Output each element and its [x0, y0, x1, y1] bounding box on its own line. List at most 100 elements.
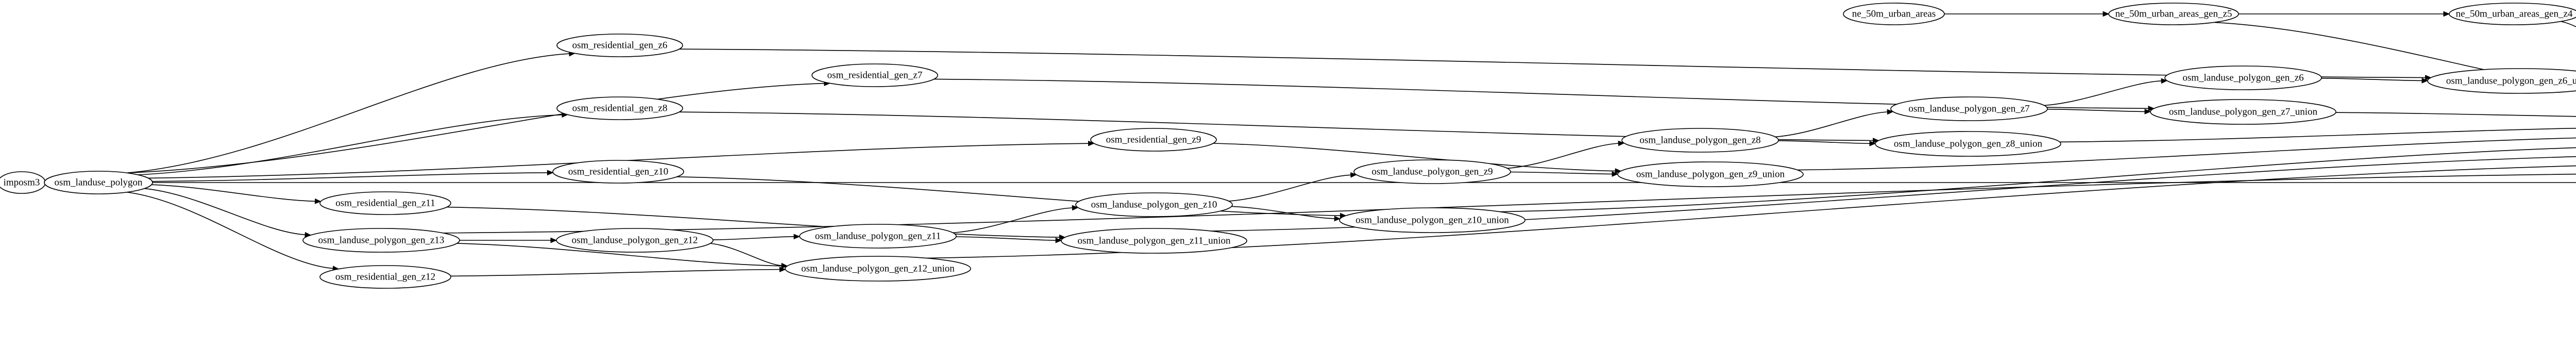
- edge-line: [1507, 143, 1619, 169]
- edge-line: [2321, 77, 2422, 81]
- node-osm_landuse_polygon_gen_z12[interactable]: osm_landuse_polygon_gen_z12: [556, 228, 714, 253]
- edge-line: [443, 173, 2576, 234]
- node-osm_landuse_polygon[interactable]: osm_landuse_polygon: [44, 171, 153, 194]
- node-ellipse: [1061, 228, 1247, 254]
- edge-line: [456, 243, 782, 267]
- node-osm_landuse_polygon_gen_z8[interactable]: osm_landuse_polygon_gen_z8: [1621, 128, 1779, 153]
- node-ellipse: [1843, 3, 1945, 25]
- node-imposm3[interactable]: imposm3: [0, 171, 46, 194]
- edge-arrowhead: [793, 234, 801, 240]
- node-ellipse: [556, 96, 683, 120]
- edge-arrowhead: [1618, 140, 1625, 146]
- node-ne_50m_urban_areas_gen_z4[interactable]: ne_50m_urban_areas_gen_z4: [2449, 3, 2576, 25]
- edge-osm_landuse_polygon-to-osm_residential_gen_z10: [152, 170, 554, 182]
- edge-line: [953, 207, 1073, 234]
- edge-arrowhead: [2148, 105, 2155, 111]
- node-label: osm_landuse_polygon: [55, 177, 143, 188]
- node-osm_landuse_polygon_gen_z10[interactable]: osm_landuse_polygon_gen_z10: [1075, 192, 1233, 217]
- edge-line: [713, 236, 794, 240]
- edge-arrowhead: [2144, 109, 2151, 114]
- edge-line: [447, 206, 1060, 238]
- edge-osm_landuse_polygon_gen_z10_union-to-layer_landuse_z10: [1500, 147, 2576, 212]
- edge-line: [151, 184, 315, 202]
- node-osm_landuse_polygon_gen_z9[interactable]: osm_landuse_polygon_gen_z9: [1353, 159, 1511, 184]
- node-label: osm_landuse_polygon_gen_z6_union: [2446, 75, 2576, 86]
- edge-osm_landuse_polygon-to-osm_residential_gen_z6: [127, 51, 576, 174]
- node-osm_landuse_polygon_gen_z11_union[interactable]: osm_landuse_polygon_gen_z11_union: [1061, 228, 1247, 254]
- edge-line: [2214, 22, 2576, 89]
- node-osm_landuse_polygon_gen_z6[interactable]: osm_landuse_polygon_gen_z6: [2164, 65, 2322, 90]
- edge-arrowhead: [547, 170, 554, 176]
- edge-line: [2335, 112, 2576, 117]
- node-ellipse: [319, 191, 451, 215]
- node-label: osm_residential_gen_z6: [572, 40, 668, 51]
- node-osm_residential_gen_z9[interactable]: osm_residential_gen_z9: [1090, 128, 1217, 152]
- edge-osm_landuse_polygon_gen_z10-to-osm_landuse_polygon_gen_z10_union: [1231, 206, 1341, 222]
- node-osm_residential_gen_z6[interactable]: osm_residential_gen_z6: [556, 34, 683, 57]
- edge-line: [2044, 80, 2162, 106]
- node-osm_landuse_polygon_gen_z6_union[interactable]: osm_landuse_polygon_gen_z6_union: [2427, 68, 2576, 94]
- node-osm_landuse_polygon_gen_z12_union[interactable]: osm_landuse_polygon_gen_z12_union: [785, 256, 971, 282]
- edge-osm_residential_gen_z12-to-osm_landuse_polygon_gen_z12_union: [450, 267, 786, 277]
- edge-line: [2047, 108, 2145, 112]
- node-ellipse: [1890, 96, 2048, 121]
- edge-arrowhead: [2421, 78, 2429, 84]
- node-osm_landuse_polygon_gen_z7_union[interactable]: osm_landuse_polygon_gen_z7_union: [2150, 99, 2336, 125]
- node-osm_residential_gen_z10[interactable]: osm_residential_gen_z10: [552, 160, 684, 184]
- edge-osm_landuse_polygon_gen_z9-to-osm_landuse_polygon_gen_z8: [1507, 140, 1625, 169]
- node-ne_50m_urban_areas[interactable]: ne_50m_urban_areas: [1843, 3, 1945, 25]
- node-label: osm_landuse_polygon_gen_z8: [1639, 135, 1760, 145]
- edge-line: [1510, 171, 1613, 175]
- node-osm_landuse_polygon_gen_z8_union[interactable]: osm_landuse_polygon_gen_z8_union: [1875, 131, 2061, 157]
- node-label: ne_50m_urban_areas: [1852, 8, 1936, 19]
- edge-line: [127, 83, 824, 174]
- edge-arrowhead: [1350, 172, 1358, 178]
- node-osm_residential_gen_z12[interactable]: osm_residential_gen_z12: [319, 265, 451, 289]
- node-osm_landuse_polygon_gen_z9_union[interactable]: osm_landuse_polygon_gen_z9_union: [1617, 161, 1804, 187]
- edge-ne_50m_urban_areas-to-ne_50m_urban_areas_gen_z5: [1944, 11, 2110, 17]
- node-label: osm_residential_gen_z11: [335, 198, 435, 208]
- edge-arrowhead: [1055, 237, 1062, 243]
- edge-line: [1778, 140, 1870, 144]
- node-ellipse: [556, 34, 683, 57]
- node-label: imposm3: [4, 177, 40, 188]
- node-label: osm_landuse_polygon_gen_z9: [1371, 166, 1493, 177]
- edge-osm_landuse_polygon_gen_z13-to-osm_landuse_polygon_gen_z12: [460, 237, 557, 243]
- node-label: osm_landuse_polygon_gen_z6: [2182, 72, 2303, 83]
- node-ellipse: [785, 256, 971, 282]
- edge-osm_landuse_polygon-to-osm_residential_gen_z8: [138, 112, 569, 175]
- edge-arrowhead: [2443, 11, 2450, 17]
- node-ellipse: [1875, 131, 2061, 157]
- node-ellipse: [2108, 3, 2239, 25]
- node-osm_landuse_polygon_gen_z7[interactable]: osm_landuse_polygon_gen_z7: [1890, 96, 2048, 121]
- edge-arrowhead: [1869, 140, 1876, 146]
- edge-osm_landuse_polygon_gen_z12-to-osm_landuse_polygon_gen_z12_union: [710, 243, 788, 269]
- edge-line: [138, 114, 562, 175]
- edge-osm_landuse_polygon_gen_z10-to-osm_landuse_polygon_gen_z9: [1228, 172, 1358, 202]
- node-osm_residential_gen_z7[interactable]: osm_residential_gen_z7: [811, 63, 938, 87]
- node-ellipse: [556, 228, 714, 253]
- edge-line: [956, 236, 1056, 241]
- node-ne_50m_urban_areas_gen_z5[interactable]: ne_50m_urban_areas_gen_z5: [2108, 3, 2239, 25]
- node-label: osm_residential_gen_z12: [335, 271, 435, 282]
- node-osm_landuse_polygon_gen_z11[interactable]: osm_landuse_polygon_gen_z11: [799, 224, 957, 249]
- edge-arrowhead: [2161, 78, 2168, 84]
- node-label: osm_landuse_polygon_gen_z12: [572, 235, 698, 245]
- node-label: osm_residential_gen_z8: [572, 103, 668, 113]
- node-osm_residential_gen_z11[interactable]: osm_residential_gen_z11: [319, 191, 451, 215]
- edge-osm_landuse_polygon_gen_z12-to-osm_landuse_polygon_gen_z11: [713, 234, 801, 240]
- node-ellipse: [1621, 128, 1779, 153]
- edge-arrowhead: [314, 198, 321, 204]
- edge-arrowhead: [550, 237, 557, 243]
- node-osm_landuse_polygon_gen_z10_union[interactable]: osm_landuse_polygon_gen_z10_union: [1339, 207, 1526, 233]
- edge-line: [1500, 147, 2576, 212]
- edge-arrowhead: [781, 262, 788, 269]
- edge-line: [676, 176, 1341, 216]
- edge-osm_landuse_polygon-to-osm_landuse_polygon_gen_z13: [144, 188, 312, 238]
- node-osm_residential_gen_z8[interactable]: osm_residential_gen_z8: [556, 96, 683, 120]
- node-ellipse: [2449, 3, 2576, 25]
- node-osm_landuse_polygon_gen_z13[interactable]: osm_landuse_polygon_gen_z13: [302, 228, 460, 253]
- node-ellipse: [1339, 207, 1526, 233]
